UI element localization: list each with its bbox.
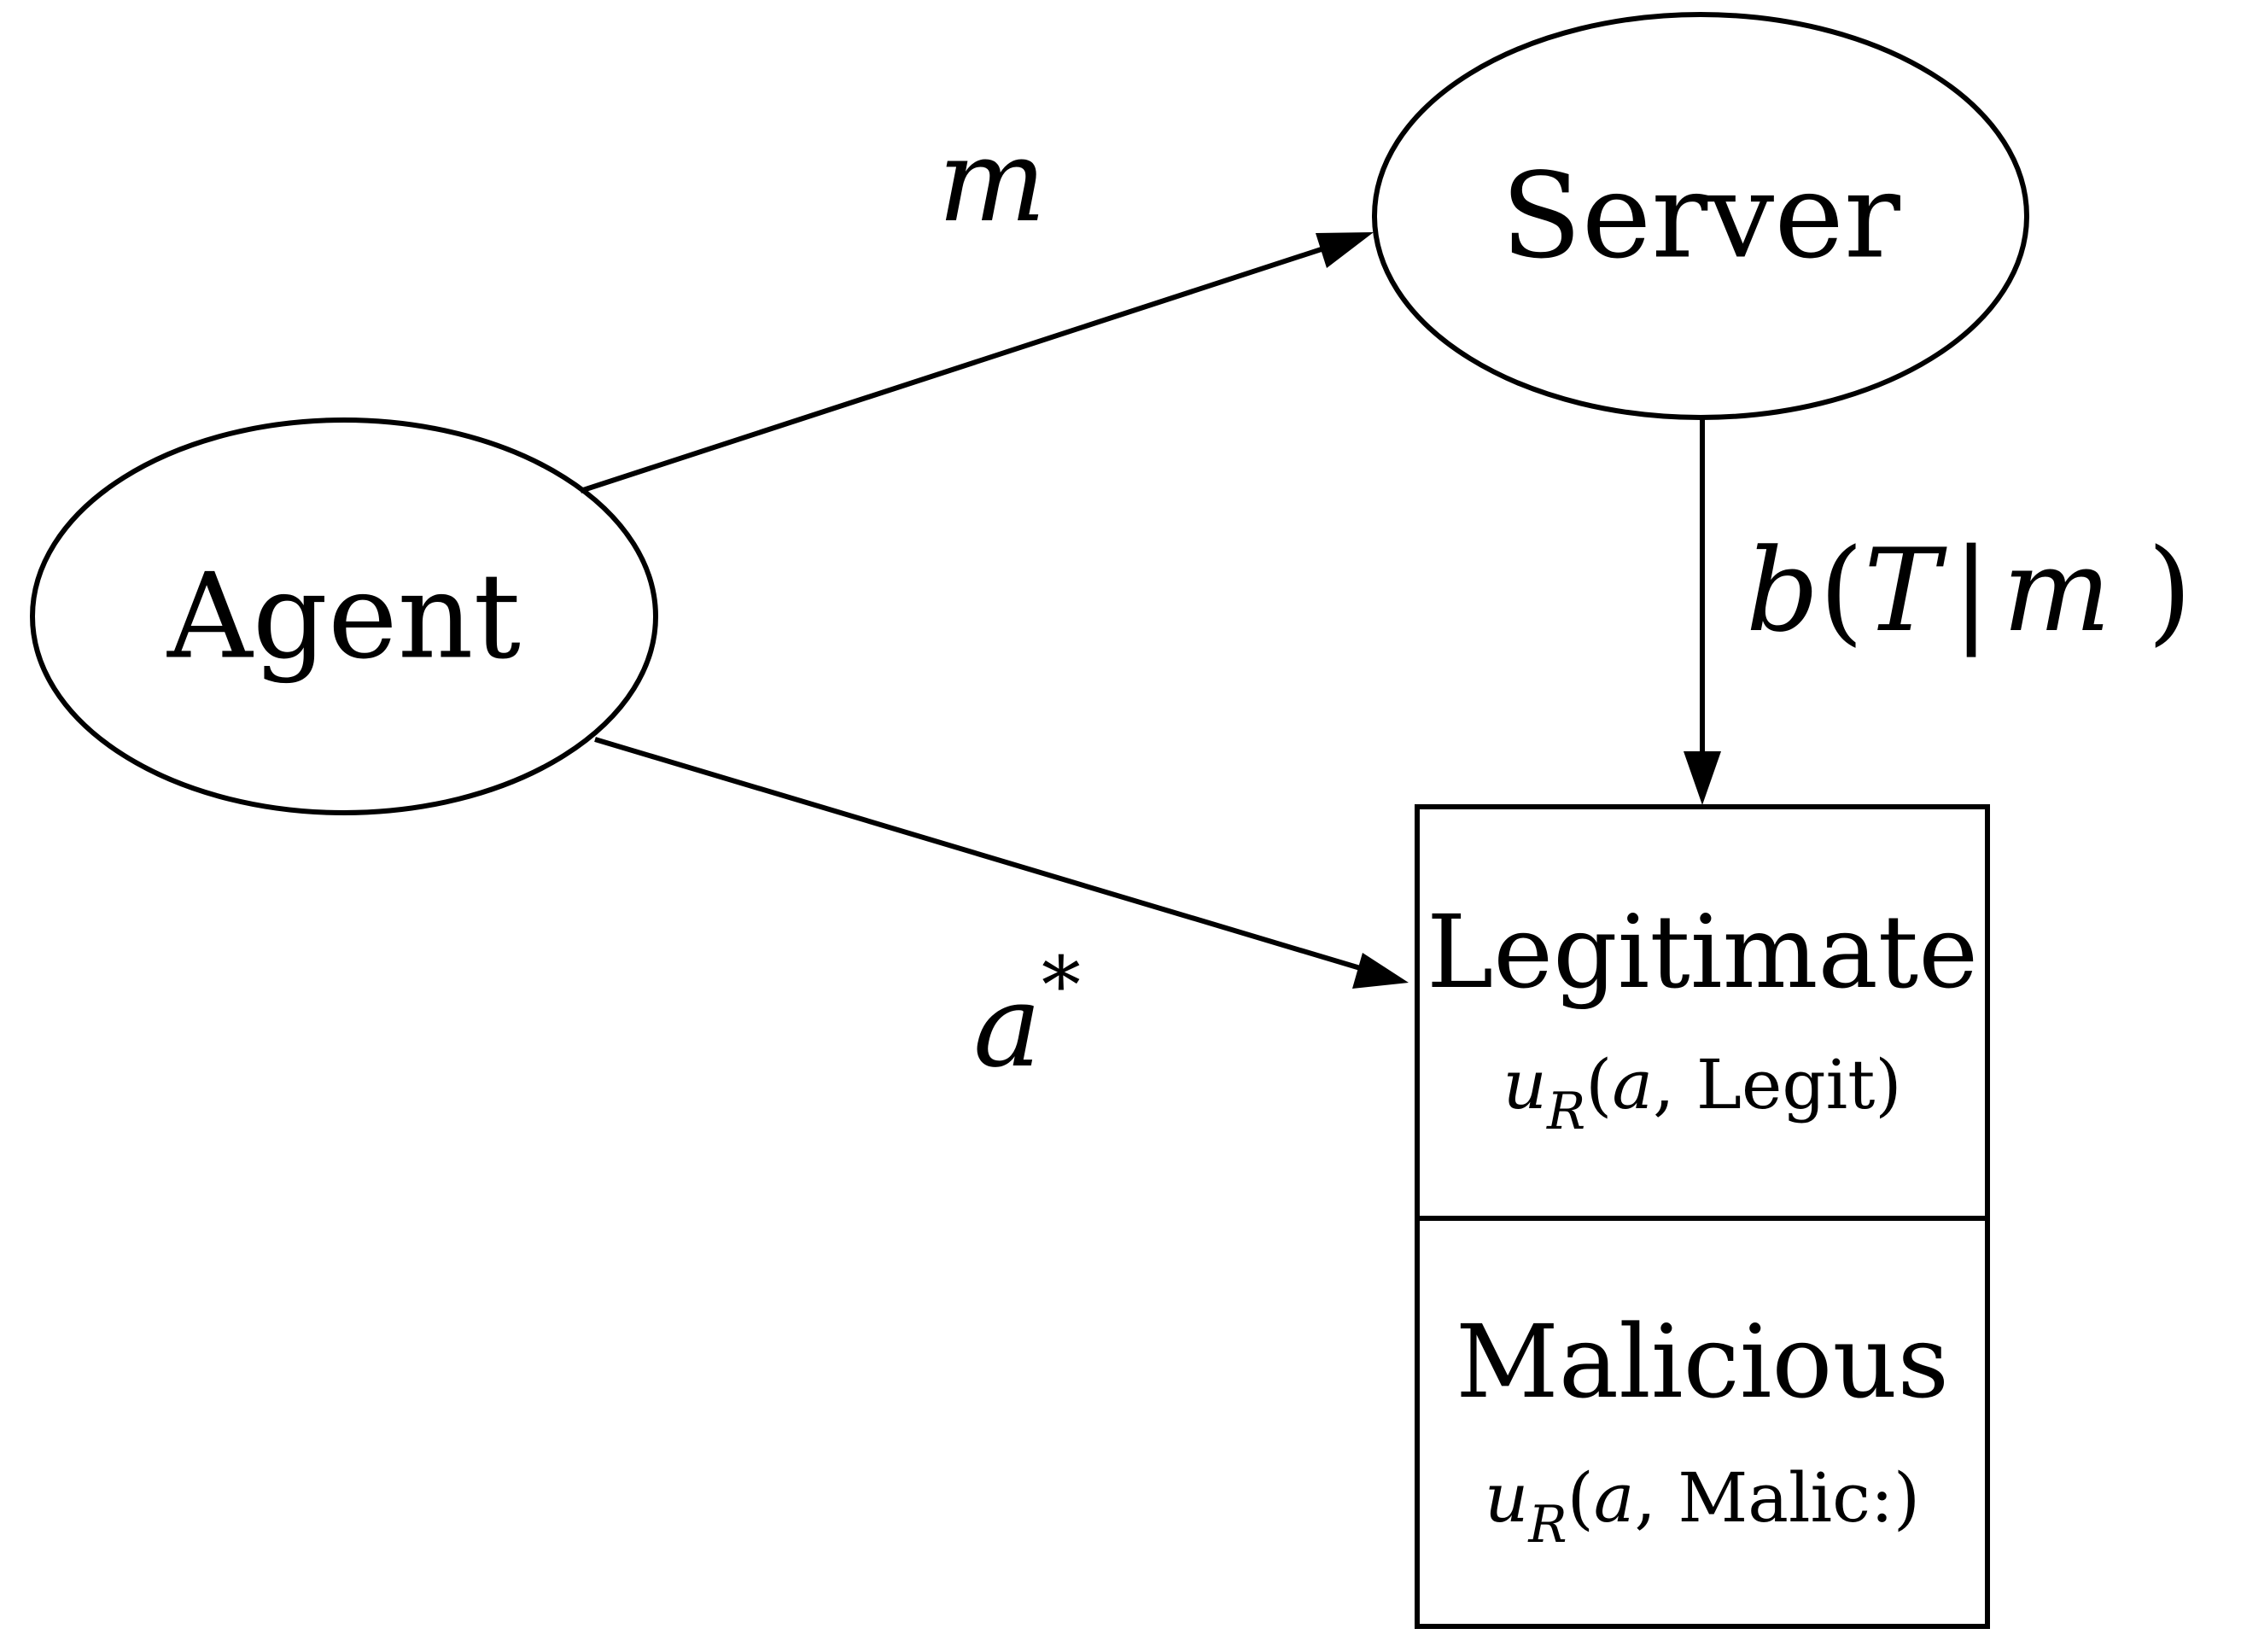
agent-to-server-arrow-line <box>580 242 1335 493</box>
malic-type: Malic: <box>1678 1458 1894 1538</box>
server-node[interactable]: Server <box>1372 12 2029 420</box>
action-base: a <box>973 960 1042 1093</box>
edge-agent-to-server[interactable]: m <box>580 114 1374 493</box>
belief-var: T <box>1864 524 1947 657</box>
belief-func: b <box>1746 524 1819 657</box>
malic-func: u <box>1485 1458 1529 1538</box>
malic-arg: a <box>1594 1458 1635 1538</box>
belief-open: ( <box>1819 524 1864 657</box>
legit-type: Legit <box>1696 1045 1875 1124</box>
outcome-box[interactable]: Legitimate uR(a, Legit) Malicious uR(a, … <box>1415 804 1990 1629</box>
legitimate-utility-formula: uR(a, Legit) <box>1503 1045 1901 1141</box>
agent-to-server-arrowhead <box>1316 232 1374 268</box>
edge-server-to-box[interactable]: b(T|m ) <box>1684 417 2192 805</box>
belief-cond: m <box>2003 524 2111 657</box>
agent-to-box-label: a* <box>973 940 1081 1093</box>
edge-agent-to-box[interactable]: a* <box>594 737 1409 1093</box>
agent-node[interactable]: Agent <box>30 417 658 815</box>
server-label: Server <box>1501 148 1900 285</box>
legitimate-title: Legitimate <box>1427 893 1978 1011</box>
agent-to-box-arrowhead <box>1352 953 1409 989</box>
malic-open: ( <box>1567 1458 1594 1538</box>
legit-arg: a <box>1612 1045 1653 1124</box>
belief-close: ) <box>2111 524 2192 657</box>
action-sup: * <box>1042 940 1081 1031</box>
malic-sub: R <box>1527 1495 1567 1555</box>
legit-open: ( <box>1585 1045 1612 1124</box>
belief-bar: | <box>1952 524 1990 657</box>
agent-label: Agent <box>166 548 521 686</box>
agent-ellipse <box>30 417 658 815</box>
legit-close: ) <box>1875 1045 1901 1124</box>
malicious-title: Malicious <box>1456 1303 1949 1421</box>
legit-sep: , <box>1653 1045 1696 1124</box>
legit-sub: R <box>1546 1082 1585 1141</box>
malic-sep: , <box>1635 1458 1678 1538</box>
server-to-box-arrowhead <box>1684 751 1721 805</box>
malicious-utility-formula: uR(a, Malic:) <box>1485 1458 1920 1555</box>
malic-close: ) <box>1894 1458 1920 1538</box>
agent-to-server-label: m <box>937 114 1046 248</box>
server-to-box-label: b(T|m ) <box>1746 524 2192 657</box>
legit-func: u <box>1503 1045 1547 1124</box>
agent-to-box-arrow-line <box>594 737 1367 972</box>
